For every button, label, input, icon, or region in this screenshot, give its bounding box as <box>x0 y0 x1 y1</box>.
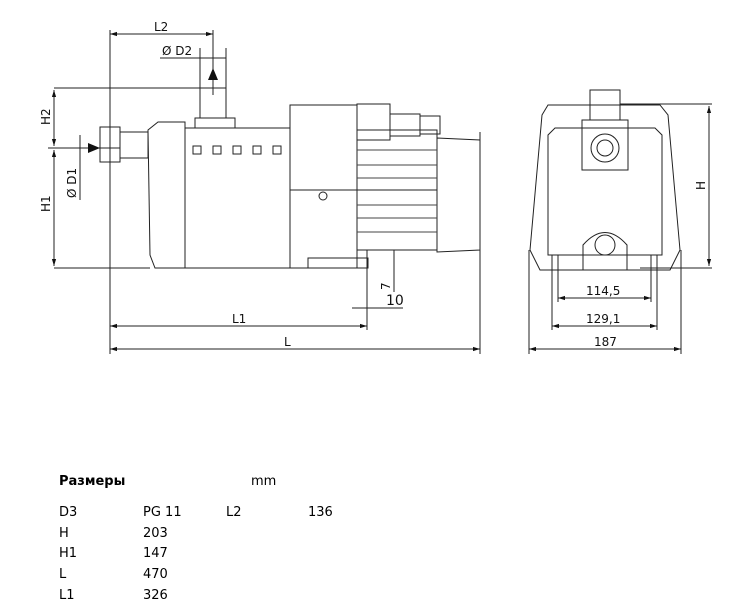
table-value: 326 <box>143 588 168 603</box>
label-D2: Ø D2 <box>162 44 192 58</box>
label-114-5: 114,5 <box>586 284 620 298</box>
table-value: PG 11 <box>143 505 182 520</box>
label-dim-10: 10 <box>386 293 404 309</box>
label-dim-7: 7 <box>379 282 393 290</box>
table-key: L2 <box>226 505 242 520</box>
label-L1: L1 <box>232 312 246 326</box>
label-L: L <box>284 335 291 349</box>
table-title: Размеры <box>59 474 126 489</box>
table-key: H <box>59 526 69 541</box>
table-value: 203 <box>143 526 168 541</box>
label-129-1: 129,1 <box>586 312 620 326</box>
table-key: H1 <box>59 546 78 561</box>
table-value: 136 <box>308 505 333 520</box>
inlet-arrow-icon <box>88 143 100 153</box>
label-187: 187 <box>594 335 617 349</box>
table-key: D3 <box>59 505 78 520</box>
label-H2: H2 <box>39 108 53 125</box>
table-unit: mm <box>251 474 277 489</box>
outlet-arrow-icon <box>208 68 218 80</box>
table-key: L1 <box>59 588 75 603</box>
pump-dimension-drawing: L2 Ø D2 H2 H1 Ø D1 7 10 L1 L H 114,5 129… <box>39 20 712 354</box>
side-view <box>48 30 481 354</box>
front-view <box>528 89 712 354</box>
label-L2: L2 <box>154 20 168 34</box>
table-key: L <box>59 567 67 582</box>
table-value: 470 <box>143 567 168 582</box>
label-D1: Ø D1 <box>65 168 79 198</box>
label-H1: H1 <box>39 195 53 212</box>
label-H: H <box>694 181 708 190</box>
table-value: 147 <box>143 546 168 561</box>
